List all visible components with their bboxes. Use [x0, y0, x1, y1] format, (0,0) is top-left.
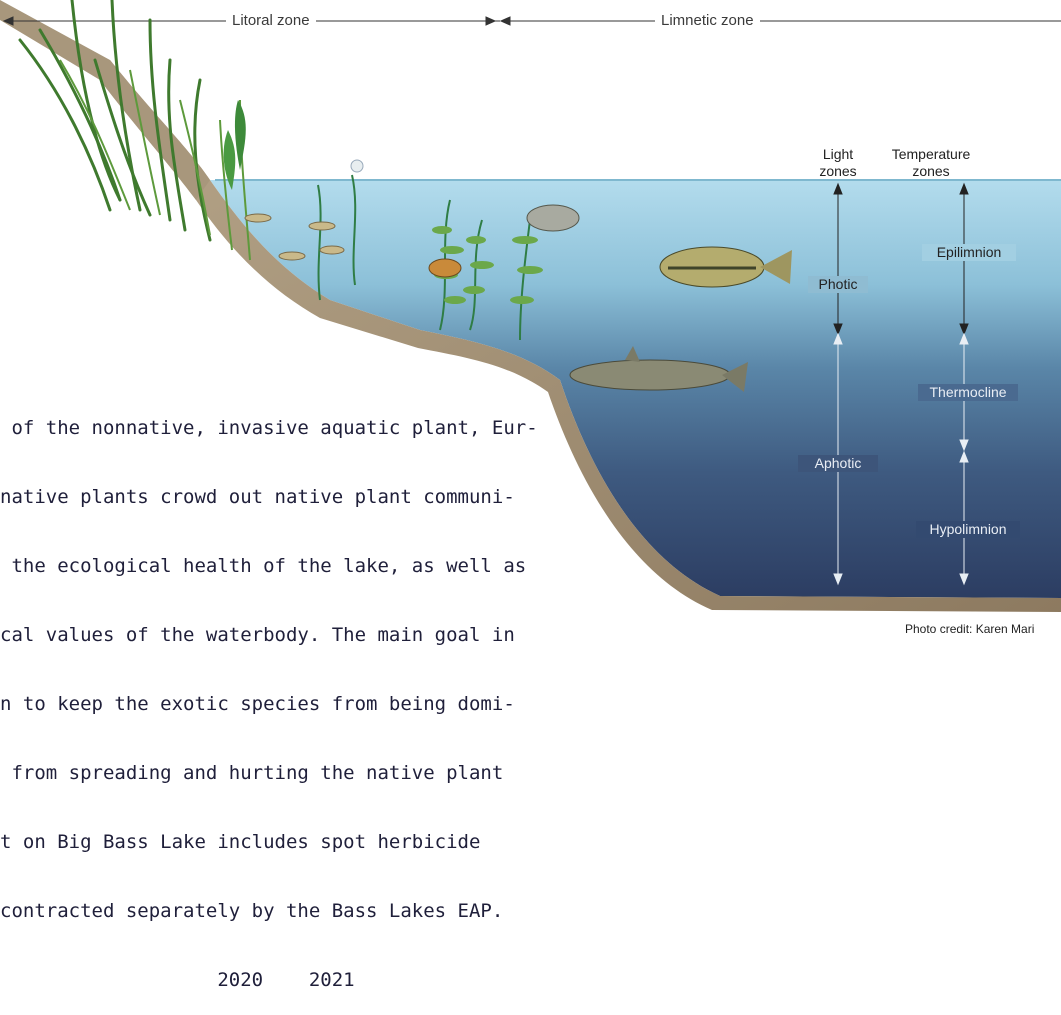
- hypolimnion-label: Hypolimnion: [916, 521, 1020, 538]
- body-line: n to keep the exotic species from being …: [0, 693, 760, 716]
- body-line: t on Big Bass Lake includes spot herbici…: [0, 831, 760, 854]
- upper-bank: [0, 0, 210, 200]
- broad-leaf-plant: [235, 100, 246, 170]
- body-line: 2020 2021: [0, 969, 760, 992]
- light-zones-header-line1: Light: [808, 146, 868, 163]
- body-paragraph: of the nonnative, invasive aquatic plant…: [0, 371, 760, 1015]
- limnetic-zone-label: Limnetic zone: [655, 12, 760, 30]
- photo-credit: Photo credit: Karen Mari: [905, 622, 1034, 636]
- body-line: contracted separately by the Bass Lakes …: [0, 900, 760, 923]
- epilimnion-label: Epilimnion: [922, 244, 1016, 261]
- body-line: native plants crowd out native plant com…: [0, 486, 760, 509]
- surface-flower: [351, 160, 363, 172]
- pumpkinseed: [429, 259, 461, 277]
- zone-arrows: [4, 17, 1061, 25]
- body-line: from spreading and hurting the native pl…: [0, 762, 760, 785]
- body-line: cal values of the waterbody. The main go…: [0, 624, 760, 647]
- litoral-zone-label: Litoral zone: [226, 12, 316, 30]
- aphotic-label: Aphotic: [798, 455, 878, 472]
- body-line: of the nonnative, invasive aquatic plant…: [0, 417, 760, 440]
- temperature-zones-header-line1: Temperature: [876, 146, 986, 163]
- temperature-zones-header-line2: zones: [876, 163, 986, 180]
- light-zones-header: Light zones: [808, 146, 868, 180]
- temperature-zones-header: Temperature zones: [876, 146, 986, 180]
- sunfish: [527, 205, 579, 231]
- light-zones-header-line2: zones: [808, 163, 868, 180]
- thermocline-label: Thermocline: [918, 384, 1018, 401]
- photic-label: Photic: [808, 276, 868, 293]
- body-line: the ecological health of the lake, as we…: [0, 555, 760, 578]
